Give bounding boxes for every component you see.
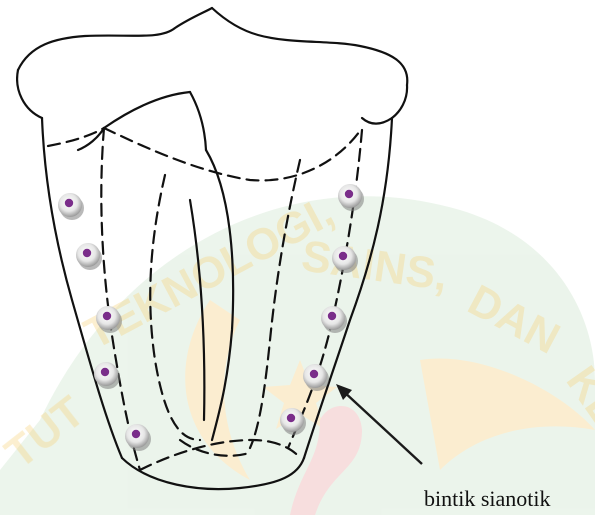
cyanotic-spot (76, 243, 102, 270)
annotation-label: bintik sianotik (424, 486, 551, 512)
cyanotic-spot (58, 193, 84, 220)
